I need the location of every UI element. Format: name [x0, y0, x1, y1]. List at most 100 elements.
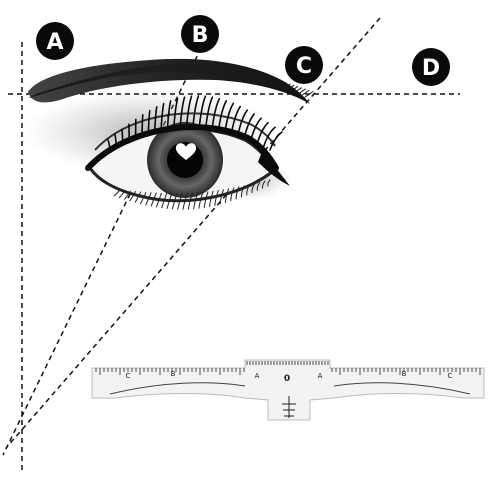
ruler-label-left-a: A — [255, 372, 260, 380]
eyebrow-hair — [216, 67, 230, 77]
lower-lash — [214, 190, 219, 206]
eyebrow-hair — [168, 63, 184, 73]
ruler-crosshair — [282, 396, 296, 418]
marker-b-letter: B — [192, 23, 209, 48]
marker-d: D — [412, 48, 450, 86]
eyebrow-hair — [244, 73, 257, 82]
upper-lash — [262, 126, 276, 148]
ruler-label-left-b: B — [171, 370, 176, 378]
upper-lash — [205, 96, 214, 127]
lower-lash — [155, 192, 162, 208]
upper-lash — [224, 102, 235, 131]
lower-lash — [251, 183, 255, 194]
eyebrow-hair — [196, 65, 211, 74]
lower-lash — [182, 192, 188, 210]
lower-lash — [256, 181, 261, 192]
eyebrow-hair — [288, 86, 299, 93]
eyebrow-hair — [113, 69, 127, 78]
marker-b: B — [181, 15, 219, 53]
eyebrow-hair — [145, 64, 160, 74]
eyebrow-hair — [121, 68, 135, 76]
lower-lash — [235, 186, 240, 200]
eyebrow-hair — [236, 71, 249, 80]
eyebrow-hair — [232, 70, 245, 79]
lower-lash — [124, 190, 131, 200]
lower-lash — [177, 193, 183, 210]
eyebrow-hair — [133, 66, 147, 75]
eyebrow-hair — [176, 63, 192, 73]
ruler-label-right-c: C — [448, 372, 453, 380]
upper-lash — [269, 131, 283, 151]
eyebrow-hair — [93, 73, 106, 81]
lower-lash — [240, 185, 245, 198]
eyebrow-hair — [172, 63, 188, 73]
eyebrow-hair — [61, 82, 73, 89]
eyebrow-hair — [192, 64, 207, 74]
lower-lash — [187, 192, 193, 210]
guide-line-diagonal-c — [5, 17, 381, 449]
upper-lash — [114, 133, 118, 148]
upper-lash — [218, 99, 228, 129]
upper-lash — [166, 100, 172, 128]
eyebrow-hair — [105, 71, 119, 79]
upper-lash — [237, 109, 248, 136]
upper-lash — [121, 128, 124, 145]
lower-lash — [166, 193, 173, 209]
eyebrow-hair — [276, 82, 287, 90]
winged-liner — [258, 152, 290, 186]
eyebrow-hair — [141, 65, 156, 74]
eyebrow-hair — [153, 64, 168, 73]
marker-c: C — [285, 46, 323, 84]
eyebrow-hair — [41, 88, 52, 95]
eyebrow-hair — [73, 79, 85, 86]
ruler-label-left-c: C — [126, 372, 131, 380]
eyebrow-hair — [137, 65, 152, 74]
eyebrow-hair — [268, 79, 280, 88]
upper-eyelid-line — [85, 124, 279, 171]
eyebrow-hair — [109, 70, 123, 78]
eyebrow-hair — [248, 74, 261, 83]
eyebrow — [28, 58, 314, 104]
lower-lash — [150, 192, 157, 207]
eyebrow-hair — [161, 63, 176, 73]
upper-lash — [256, 121, 269, 145]
eyebrow-hair — [300, 89, 310, 97]
upper-lash — [154, 106, 158, 131]
upper-lash — [160, 102, 165, 129]
upper-lash — [230, 105, 242, 134]
eyebrow-hair — [252, 75, 264, 84]
eyebrow-hair — [89, 74, 102, 82]
upper-lash — [107, 139, 111, 151]
marker-a-letter: A — [46, 30, 63, 55]
eyebrow-hair — [272, 81, 283, 89]
eyebrow-hair — [117, 68, 131, 77]
eye-highlight — [175, 143, 197, 160]
eyebrow-hair — [125, 67, 139, 76]
eyebrow-hair — [29, 92, 40, 99]
lower-lash — [161, 193, 168, 209]
lower-lash — [230, 187, 235, 202]
upper-lash — [186, 95, 193, 125]
lower-lash — [262, 180, 266, 189]
eyebrow-hair — [296, 88, 306, 96]
eyebrow-hair — [180, 63, 196, 73]
eyebrow-hair — [228, 70, 242, 79]
eyebrow-hair — [53, 85, 65, 91]
eyebrow-hair — [188, 64, 203, 74]
eyebrow-hair — [200, 65, 215, 75]
eyebrow-hair — [65, 81, 77, 88]
eyebrow-hair — [280, 83, 291, 91]
eyebrow-hair — [69, 80, 81, 87]
eyebrow-hair — [260, 77, 272, 86]
upper-lash — [173, 97, 179, 127]
eyebrow-hair — [45, 87, 56, 94]
ruler-body — [91, 359, 485, 421]
eyebrow-hair — [292, 87, 302, 95]
lower-lash — [134, 191, 142, 203]
eyebrow-hair — [220, 68, 234, 77]
eyebrow-hair — [129, 66, 143, 75]
eyebrow-hair — [101, 72, 114, 80]
lower-lash — [219, 189, 224, 205]
eyebrow-hair — [57, 83, 69, 90]
